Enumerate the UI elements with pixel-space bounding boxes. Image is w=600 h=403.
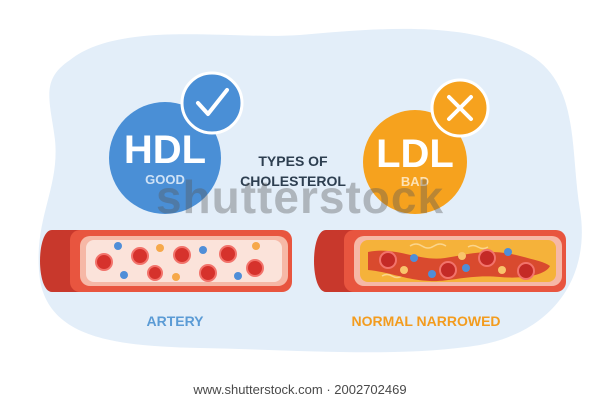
- hdl-check-circle: [180, 71, 244, 135]
- red-blood-cell: [439, 261, 457, 279]
- blue-particles: [410, 248, 512, 278]
- title-line-1: TYPES OF: [258, 153, 328, 169]
- red-blood-cell: [131, 247, 149, 265]
- red-blood-cell: [478, 249, 496, 267]
- orange-particle: [252, 242, 260, 250]
- red-blood-cell: [379, 251, 397, 269]
- x-icon: [447, 95, 473, 121]
- blue-particle: [234, 272, 242, 280]
- blue-particle: [114, 242, 122, 250]
- red-blood-cells: [379, 249, 535, 280]
- healthy-artery: [40, 230, 292, 292]
- artery-label-right: NORMAL NARROWED: [351, 313, 500, 329]
- blue-particle: [410, 254, 418, 262]
- orange-particle: [156, 244, 164, 252]
- orange-particle: [400, 266, 408, 274]
- red-blood-cell: [95, 253, 113, 271]
- red-blood-cell: [219, 245, 237, 263]
- orange-particles: [156, 242, 260, 281]
- blue-particle: [462, 264, 470, 272]
- footer-stock-id: www.shutterstock.com · 2002702469: [0, 376, 600, 403]
- ldl-sublabel: BAD: [401, 174, 429, 189]
- title-line-2: CHOLESTEROL: [240, 173, 346, 189]
- red-blood-cell: [147, 265, 163, 281]
- ldl-label: LDL: [376, 132, 454, 176]
- plaque-squiggle: [409, 243, 447, 249]
- orange-particle: [172, 273, 180, 281]
- blue-particle: [504, 248, 512, 256]
- blue-particle: [199, 246, 207, 254]
- hdl-sublabel: GOOD: [145, 172, 185, 187]
- blue-particle: [120, 271, 128, 279]
- hdl-label: HDL: [124, 128, 206, 172]
- red-blood-cell: [173, 246, 191, 264]
- plaque-squiggle: [381, 273, 403, 279]
- red-blood-cell: [517, 262, 535, 280]
- orange-particles: [400, 252, 506, 274]
- narrowed-artery: [314, 230, 566, 292]
- hdl-badge: HDL GOOD: [109, 71, 244, 214]
- red-blood-cell: [199, 264, 217, 282]
- checkmark-icon: [196, 88, 229, 116]
- ldl-circle: [363, 110, 467, 214]
- ldl-badge: LDL BAD: [363, 78, 490, 214]
- red-blood-cell: [246, 259, 264, 277]
- blue-particle: [428, 270, 436, 278]
- blue-particles: [114, 242, 242, 280]
- red-blood-cells: [95, 245, 264, 282]
- plaque-squiggle: [467, 244, 489, 250]
- orange-particle: [458, 252, 466, 260]
- artery-label-left: ARTERY: [146, 313, 204, 329]
- orange-particle: [498, 266, 506, 274]
- hdl-circle: [109, 102, 221, 214]
